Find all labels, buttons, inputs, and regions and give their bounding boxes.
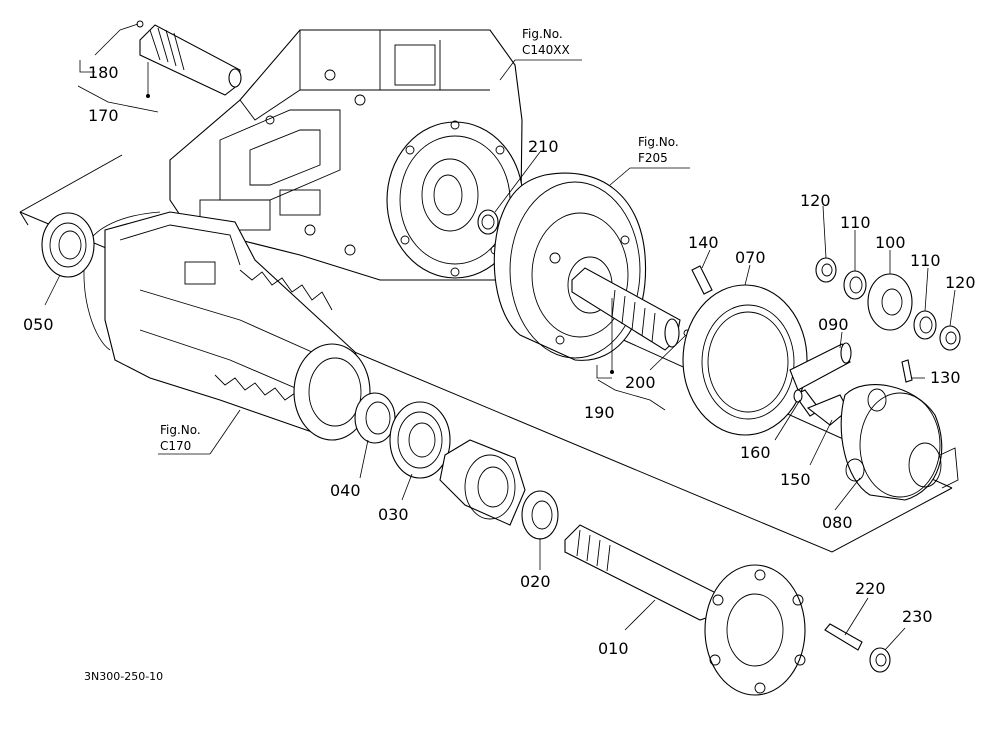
drawing-code: 3N300-250-10 xyxy=(84,670,163,683)
pin-130 xyxy=(901,359,913,383)
bearing-110-lower xyxy=(913,310,937,340)
fig-ref-f205-label: Fig.No. xyxy=(638,135,679,149)
leader-lines xyxy=(44,59,956,651)
part-label-010[interactable]: 010 xyxy=(598,639,629,658)
part-label-180[interactable]: 180 xyxy=(88,63,119,82)
part-label-110-lower[interactable]: 110 xyxy=(910,251,941,270)
fig-ref-c140-code[interactable]: C140XX xyxy=(522,43,570,57)
ring-gear-070 xyxy=(682,284,808,436)
pin-140 xyxy=(691,265,713,295)
part-label-080[interactable]: 080 xyxy=(822,513,853,532)
planet-carrier-080 xyxy=(840,384,959,501)
part-label-200[interactable]: 200 xyxy=(625,373,656,392)
part-label-170[interactable]: 170 xyxy=(88,106,119,125)
part-label-040[interactable]: 040 xyxy=(330,481,361,500)
spline-shaft-190 xyxy=(571,267,691,411)
axle-housing xyxy=(83,211,371,441)
washer-120-upper xyxy=(815,257,837,283)
bearing-050 xyxy=(41,212,95,278)
bearing-110-upper xyxy=(843,270,867,300)
part-label-120-lower[interactable]: 120 xyxy=(945,273,976,292)
part-label-220[interactable]: 220 xyxy=(855,579,886,598)
part-label-020[interactable]: 020 xyxy=(520,572,551,591)
part-label-090[interactable]: 090 xyxy=(818,315,849,334)
nut-230 xyxy=(869,647,891,673)
fig-ref-c170-label: Fig.No. xyxy=(160,423,201,437)
part-label-230[interactable]: 230 xyxy=(902,607,933,626)
part-label-140[interactable]: 140 xyxy=(688,233,719,252)
part-label-050[interactable]: 050 xyxy=(23,315,54,334)
collar-040 xyxy=(354,392,396,444)
part-label-070[interactable]: 070 xyxy=(735,248,766,267)
gear-100 xyxy=(867,273,913,331)
part-label-210[interactable]: 210 xyxy=(528,137,559,156)
part-label-030[interactable]: 030 xyxy=(378,505,409,524)
part-label-150[interactable]: 150 xyxy=(780,470,811,489)
part-label-190[interactable]: 190 xyxy=(584,403,615,422)
part-label-120-upper[interactable]: 120 xyxy=(800,191,831,210)
bearing-retainer xyxy=(439,439,526,526)
seal-210 xyxy=(477,209,499,235)
fig-ref-c140-label: Fig.No. xyxy=(522,27,563,41)
pinion-shaft-090 xyxy=(789,342,852,391)
part-label-160[interactable]: 160 xyxy=(740,443,771,462)
brake-housing xyxy=(493,172,647,361)
bearing-030 xyxy=(389,401,451,479)
oil-seal-020 xyxy=(521,490,559,540)
part-label-100[interactable]: 100 xyxy=(875,233,906,252)
axle-shaft-010 xyxy=(564,524,806,696)
stud-220 xyxy=(824,623,863,651)
transmission-case xyxy=(169,29,524,281)
shaft-assembly-170 xyxy=(77,20,242,113)
washer-120-lower xyxy=(939,325,961,351)
part-label-110-upper[interactable]: 110 xyxy=(840,213,871,232)
fig-ref-c170-code[interactable]: C170 xyxy=(160,439,191,453)
part-label-130[interactable]: 130 xyxy=(930,368,961,387)
fig-ref-f205-code[interactable]: F205 xyxy=(638,151,668,165)
